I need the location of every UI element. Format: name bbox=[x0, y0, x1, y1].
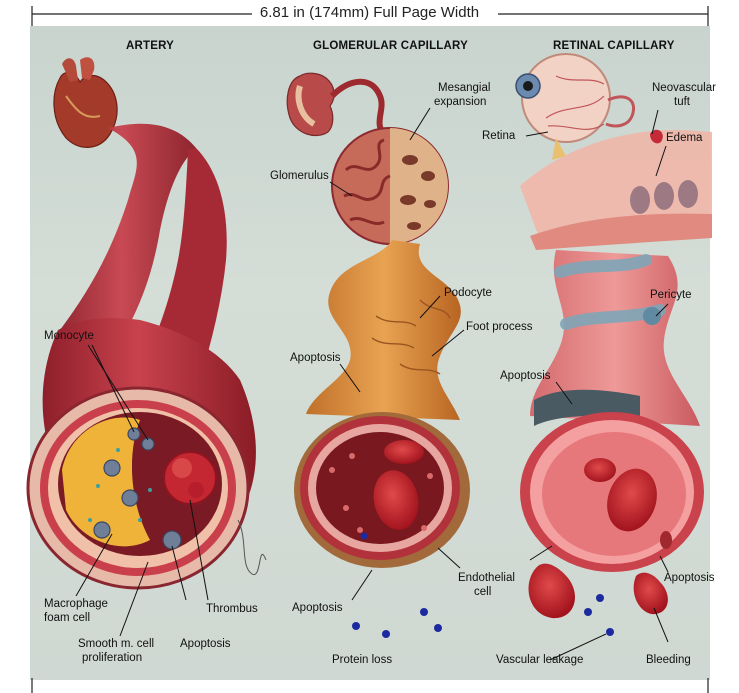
label-neovascular-line1: Neovascular bbox=[652, 82, 716, 95]
artery-illustration bbox=[28, 57, 266, 636]
label-apoptosis-artery: Apoptosis bbox=[180, 638, 231, 651]
label-edema: Edema bbox=[666, 132, 702, 145]
label-monocyte: Monocyte bbox=[44, 330, 94, 343]
label-endothelial-line1: Endothelial bbox=[458, 572, 515, 585]
label-apoptosis-glomerular-upper: Apoptosis bbox=[290, 352, 341, 365]
label-mesangial-line2: expansion bbox=[434, 96, 486, 109]
label-retina: Retina bbox=[482, 130, 515, 143]
glomerular-cross-section bbox=[294, 412, 470, 568]
label-macrophage-line1: Macrophage bbox=[44, 598, 108, 611]
artist-signature bbox=[238, 520, 266, 575]
label-bleeding: Bleeding bbox=[646, 654, 691, 667]
bottom-ruler-ticks bbox=[32, 678, 708, 693]
label-smooth-muscle-line1: Smooth m. cell bbox=[78, 638, 154, 651]
leakage-dots bbox=[584, 594, 614, 636]
label-macrophage-line2: foam cell bbox=[44, 612, 90, 625]
label-smooth-muscle-line2: proliferation bbox=[82, 652, 142, 665]
heart-icon bbox=[54, 57, 117, 147]
label-pericyte: Pericyte bbox=[650, 289, 692, 302]
label-glomerulus: Glomerulus bbox=[270, 170, 329, 183]
artery-cross-section bbox=[28, 388, 248, 588]
retinal-title: RETINAL CAPILLARY bbox=[553, 40, 675, 52]
label-neovascular-line2: tuft bbox=[674, 96, 690, 109]
label-apoptosis-retinal-upper: Apoptosis bbox=[500, 370, 551, 383]
label-podocyte: Podocyte bbox=[444, 287, 492, 300]
label-thrombus: Thrombus bbox=[206, 603, 258, 616]
retinal-cross-section bbox=[520, 412, 704, 572]
label-apoptosis-retinal-lower: Apoptosis bbox=[664, 572, 715, 585]
label-foot-process: Foot process bbox=[466, 321, 532, 334]
label-endothelial-line2: cell bbox=[474, 586, 491, 599]
artery-title: ARTERY bbox=[126, 40, 174, 52]
label-protein-loss: Protein loss bbox=[332, 654, 392, 667]
label-apoptosis-glomerular-lower: Apoptosis bbox=[292, 602, 343, 615]
label-mesangial-line1: Mesangial bbox=[438, 82, 490, 95]
pericyte-cell bbox=[643, 307, 661, 325]
kidney-icon bbox=[287, 73, 334, 135]
bleeding-drops bbox=[529, 564, 668, 618]
glomerular-title: GLOMERULAR CAPILLARY bbox=[313, 40, 468, 52]
label-vascular-leakage: Vascular leakage bbox=[496, 654, 583, 667]
